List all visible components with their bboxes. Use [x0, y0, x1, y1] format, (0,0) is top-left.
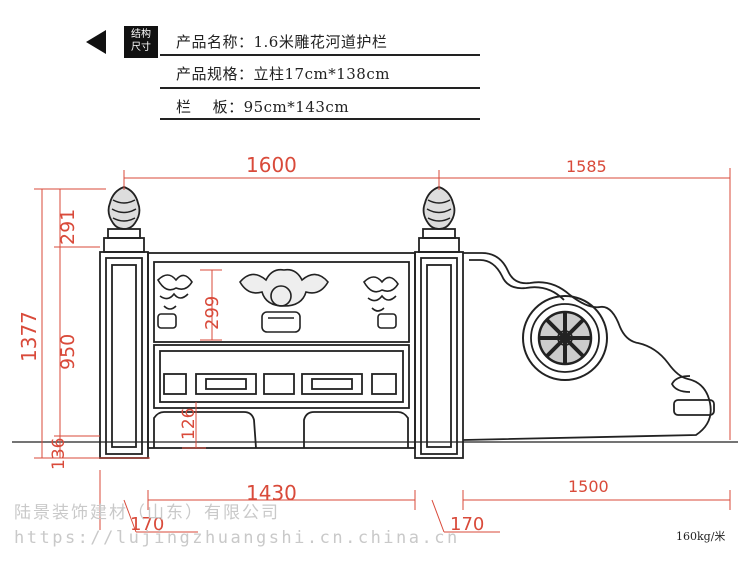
badge-line-1: 结构 [131, 29, 151, 40]
dim-left-mid: 950 [57, 334, 79, 370]
carving-right [363, 276, 399, 329]
carving-left [157, 274, 193, 329]
spec-divider-3 [160, 118, 480, 120]
back-arrow-icon [86, 30, 106, 54]
dim-left-total: 1377 [17, 311, 41, 362]
left-post-finial [107, 186, 141, 230]
dim-inner-299: 299 [202, 296, 223, 330]
rail-panel [147, 252, 416, 449]
dim-post-mid: 170 [450, 514, 484, 535]
dim-post-left: 170 [130, 514, 164, 535]
spec-divider-1 [160, 54, 480, 56]
weight-label: 160kg/米 [676, 530, 726, 543]
carving-center [239, 268, 329, 333]
spec-panel-size: 栏 板：95cm*143cm [176, 98, 350, 116]
dim-left-bottom: 136 [49, 438, 69, 470]
dim-top-left: 1600 [246, 153, 297, 177]
watermark-company: 陆景装饰建材（山东）有限公司 [14, 503, 280, 523]
structure-size-badge: 结构 尺寸 [124, 26, 158, 58]
end-piece-plaque [673, 399, 715, 416]
spec-product-name: 产品名称：1.6米雕花河道护栏 [176, 33, 388, 51]
right-post [414, 186, 464, 459]
dim-inner-126: 126 [179, 408, 199, 440]
spec-product-size: 产品规格：立柱17cm*138cm [176, 65, 390, 83]
end-piece [462, 252, 715, 441]
dimension-lines [34, 168, 731, 533]
right-post-finial [422, 186, 456, 230]
dim-bottom-right: 1500 [568, 477, 609, 496]
dim-bottom-span: 1430 [246, 481, 297, 505]
dim-top-right: 1585 [566, 157, 607, 176]
spec-header: 结构 尺寸 产品名称：1.6米雕花河道护栏 产品规格：立柱17cm*138cm … [0, 0, 750, 125]
spec-divider-2 [160, 87, 480, 89]
wheel-rosette-icon [537, 310, 593, 366]
left-post [99, 186, 149, 459]
watermark-url: https://lujingzhuangshi.cn.china.cn [14, 528, 460, 548]
dim-left-top: 291 [57, 209, 79, 245]
badge-line-2: 尺寸 [131, 42, 151, 53]
